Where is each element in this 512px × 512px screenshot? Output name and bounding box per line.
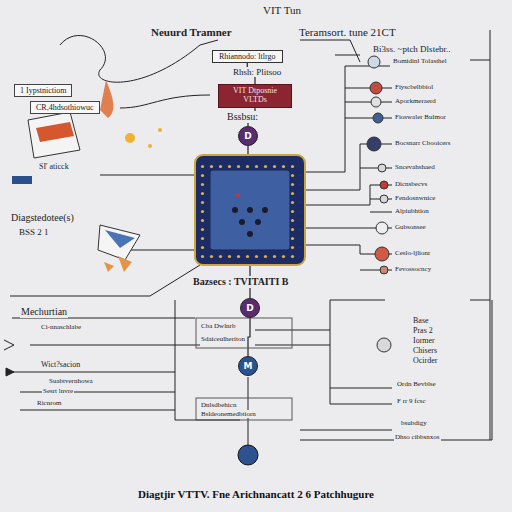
annotation-label: Ci-nnaschlabe [40, 323, 82, 331]
annotation-label: Chisers [412, 346, 438, 355]
card-icon [98, 225, 140, 260]
node-text: 1 Iypstnictiom [20, 86, 66, 95]
annotation-label: Cba Dwlnrb [200, 322, 236, 330]
curved-wire [60, 35, 218, 82]
annotation-label: Fiyscbelbbiol [394, 83, 434, 91]
chevron [4, 340, 14, 350]
annotation-label: Ceslo-ljlionr [394, 249, 431, 257]
chip-body [195, 155, 305, 265]
annotation-label: Neuurd Tramner [150, 26, 233, 39]
connector-line [248, 318, 250, 356]
label-box: 1 Iypstnictiom [14, 84, 72, 97]
wire [300, 40, 360, 62]
annotation-label: Bssbsu: [226, 111, 259, 123]
hand-icon [100, 80, 113, 118]
node-text: VIT Dtposnie VLTDs [233, 86, 277, 104]
left-icons [12, 80, 162, 272]
annotation-label: Sncevahshaed [394, 163, 436, 171]
annotation-label: Ricnrom [36, 399, 63, 407]
annotation-label: Aporkmeraerd [394, 97, 437, 105]
annotation-label: Gubsonsee [394, 223, 427, 231]
glow-dot [125, 133, 135, 143]
annotation-label: Bsldeonemedbtiorn [200, 410, 257, 418]
arrow-marks [4, 340, 14, 376]
bus-wires [305, 55, 392, 270]
arrowhead [6, 368, 14, 376]
annotation-label: Bazsecs : TVITAITI B [192, 276, 289, 288]
wire [120, 95, 210, 108]
bottom-circle [238, 445, 258, 465]
node-circle: D [240, 298, 260, 318]
center-panel [196, 318, 292, 348]
annotation-label: Diagstedotee(s) [10, 212, 75, 224]
annotation-label: BSS 2 1 [18, 227, 50, 237]
right-icons [367, 56, 391, 352]
chip-pins [200, 160, 300, 260]
chip-core [210, 170, 290, 250]
center-panel [196, 398, 292, 420]
caption: Diagtjir VTTV. Fne Arichnancatt 2 6 Patc… [0, 488, 512, 500]
blue-shape [105, 230, 135, 248]
annotation-label: Sesrt lnvre [42, 387, 74, 395]
annotation-label: Pras 2 [412, 326, 434, 335]
annotation-label: Fendosnwnice [394, 194, 436, 202]
annotation-label: Bi3ss. ~ptch Dlstebr.. [372, 44, 452, 54]
header-box: Rhiannodo: ltlrgo [212, 50, 283, 63]
frame-wire [470, 30, 490, 440]
node-text: M [244, 361, 253, 371]
small-block [12, 176, 32, 184]
annotation-label: bsubdigy [400, 419, 428, 427]
annotation-label: Sdaiceulheriton [200, 335, 246, 343]
annotation-label: Dhso cibbsnxos [394, 433, 441, 441]
node-circle: M [238, 356, 258, 376]
highlight-box: VIT Dtposnie VLTDs [218, 84, 292, 108]
annotation-label: Base [412, 316, 430, 325]
annotation-label: Bomidinl Tolasthel [392, 57, 448, 65]
annotation-label: VIT Tun [262, 4, 302, 17]
annotation-label: F rr 9 fcsc [396, 397, 427, 405]
annotation-label: Fioswaler Bulmor [394, 113, 447, 121]
wires [8, 30, 492, 446]
annotation-label: Dnlsdbehicn [200, 401, 237, 409]
annotation-label: Teramsort. tune 21CT [298, 26, 397, 39]
annotation-label: Iormer [412, 336, 436, 345]
annotation-label: Bocsnarr Cbooicers [394, 139, 451, 147]
node-text: D [246, 303, 253, 313]
annotation-label: Suabtvernhowa [48, 377, 94, 385]
annotation-label: Dicnsbecvs [394, 180, 428, 188]
right-wires [255, 300, 492, 440]
annotation-label: Rhsh: Plitsoo [232, 67, 282, 77]
annotation-label: Ocirder [412, 356, 438, 365]
document-icon [28, 112, 80, 158]
annotation-label: Alpiubhtion [394, 207, 430, 215]
label-box: CR,4hdsothiowuc [30, 101, 100, 114]
annotation-label: Fevossocncy [394, 265, 432, 273]
annotation-label: Wict?sacion [40, 360, 81, 369]
node-text: CR,4hdsothiowuc [36, 103, 94, 112]
node-text: Rhiannodo: ltlrgo [219, 52, 276, 61]
annotation-label: Mechurtian [20, 306, 68, 318]
node-text: D [244, 131, 251, 141]
annotation-label: SI' aticck [38, 162, 70, 171]
annotation-label: Ordn Bevblse [396, 380, 437, 388]
folder-icon [36, 122, 74, 142]
chip-grid [232, 193, 268, 237]
node-circle: D [238, 126, 258, 146]
